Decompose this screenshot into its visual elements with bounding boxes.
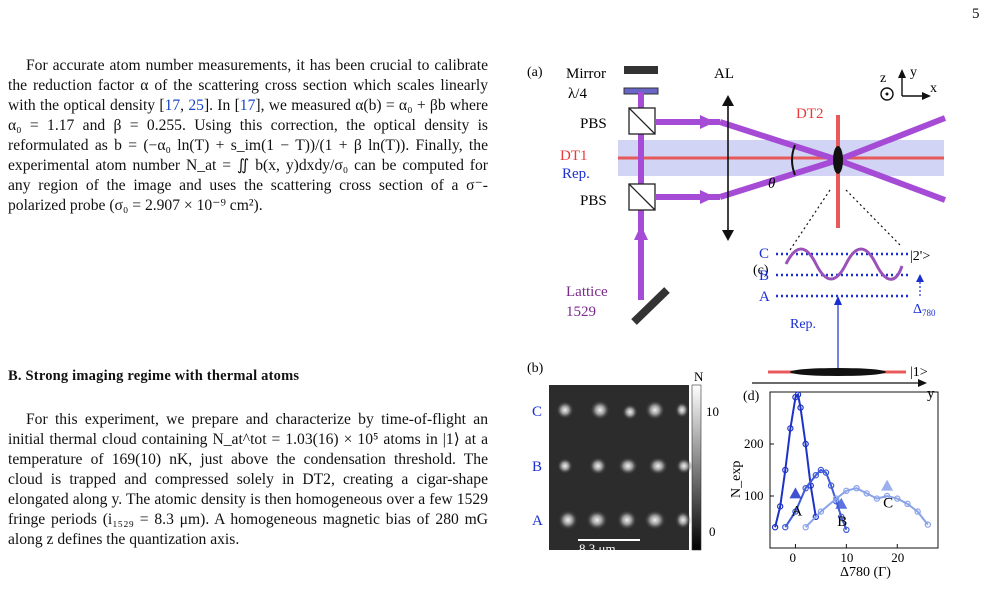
series-point-C bbox=[802, 524, 809, 531]
marker-label-A: A bbox=[791, 503, 802, 519]
chart-frame bbox=[769, 391, 939, 549]
series-point-A bbox=[771, 524, 779, 531]
label-panel-a: (a) bbox=[527, 65, 543, 80]
label-dt2: DT2 bbox=[796, 106, 824, 122]
x-tick-label: 10 bbox=[840, 550, 853, 565]
page-number: 5 bbox=[972, 6, 980, 22]
triangle-marker-A bbox=[789, 487, 802, 499]
series-point-C bbox=[873, 495, 881, 502]
marker-label-C: C bbox=[883, 496, 893, 512]
series-point-A bbox=[812, 513, 820, 521]
x-axis-label: Δ780 (Γ) bbox=[840, 565, 891, 580]
label-mirror: Mirror bbox=[566, 66, 606, 82]
y-axis-label: N_exp bbox=[729, 461, 744, 498]
mirror-top bbox=[624, 66, 658, 74]
x-tick-label: 0 bbox=[789, 550, 796, 565]
label-panel-d: (d) bbox=[743, 389, 760, 404]
colorbar-tick-bottom: 0 bbox=[709, 524, 716, 539]
series-line-C bbox=[804, 487, 929, 528]
label-level-c: C bbox=[759, 246, 769, 262]
series-point-B bbox=[812, 472, 820, 479]
series-point-C bbox=[863, 490, 870, 497]
label-quarter-wave: λ/4 bbox=[568, 86, 587, 102]
citation-25[interactable]: 25 bbox=[188, 97, 204, 114]
atom-cloud bbox=[833, 146, 843, 174]
mirror-bottom bbox=[631, 287, 670, 325]
series-point-B bbox=[817, 466, 825, 474]
scale-bar-label: 8.3 μm bbox=[579, 541, 616, 556]
triangle-marker-C bbox=[881, 479, 894, 491]
series-point-B bbox=[827, 482, 835, 489]
series-point-B bbox=[792, 508, 799, 515]
series-line-A bbox=[774, 392, 817, 528]
label-panel-c: (c) bbox=[753, 263, 769, 278]
section-heading: B. Strong imaging regime with thermal at… bbox=[8, 368, 300, 384]
marker-label-B: B bbox=[837, 514, 847, 530]
label-panel-b: (b) bbox=[527, 361, 544, 376]
series-point-B bbox=[782, 524, 789, 531]
series-point-B bbox=[822, 469, 830, 476]
citation-17b[interactable]: 17 bbox=[239, 97, 256, 114]
series-point-A bbox=[776, 503, 784, 510]
series-point-A bbox=[794, 391, 802, 398]
series-point-A bbox=[797, 404, 804, 411]
label-axis-z: z bbox=[880, 71, 886, 86]
series-point-C bbox=[904, 500, 911, 507]
image-row-label-a: A bbox=[532, 513, 543, 529]
label-lattice: Lattice bbox=[566, 284, 608, 300]
lattice-potential-wave bbox=[784, 247, 904, 281]
label-axis-y: y bbox=[910, 65, 917, 80]
colorbar bbox=[691, 384, 702, 551]
label-delta-780: Δ780 bbox=[913, 302, 936, 318]
page-bottom-edge bbox=[0, 602, 999, 610]
citation-17[interactable]: 17 bbox=[164, 97, 181, 114]
colorbar-tick-top: 10 bbox=[706, 404, 719, 419]
label-pbs-top: PBS bbox=[580, 116, 607, 132]
series-point-C bbox=[832, 495, 840, 502]
label-state-2prime: |2'> bbox=[910, 249, 930, 264]
image-row-label-c: C bbox=[532, 404, 542, 420]
label-lattice-wavelength: 1529 bbox=[566, 304, 596, 320]
series-point-B bbox=[843, 526, 850, 534]
y-tick-label: 200 bbox=[744, 436, 764, 451]
series-point-A bbox=[802, 440, 809, 448]
triangle-marker-B bbox=[835, 497, 848, 509]
series-point-A bbox=[782, 466, 789, 474]
image-row-label-b: B bbox=[532, 459, 542, 475]
series-point-C bbox=[853, 485, 860, 492]
beam-upper-to-atoms bbox=[719, 119, 839, 163]
axis-z-symbol bbox=[880, 87, 894, 101]
label-theta: θ bbox=[768, 176, 776, 192]
series-point-C bbox=[914, 508, 921, 515]
series-point-B bbox=[838, 513, 845, 521]
image-spots bbox=[556, 400, 692, 530]
paragraph-calibration: For accurate atom number measurements, i… bbox=[8, 57, 488, 214]
lattice-arrowhead bbox=[634, 225, 648, 240]
label-level-a: A bbox=[759, 289, 770, 305]
x-tick-label: 20 bbox=[891, 550, 904, 565]
label-axis-x: x bbox=[930, 81, 937, 96]
series-point-C bbox=[924, 521, 932, 528]
series-point-C bbox=[894, 495, 901, 502]
beam-lower-to-atoms bbox=[719, 157, 839, 200]
label-dt1: DT1 bbox=[560, 148, 588, 164]
series-point-C bbox=[843, 487, 850, 494]
label-pbs-bottom: PBS bbox=[580, 193, 607, 209]
series-point-C bbox=[817, 508, 825, 515]
series-point-A bbox=[787, 425, 794, 432]
y-tick-label: 100 bbox=[744, 488, 764, 503]
label-state-1: |1> bbox=[910, 365, 928, 380]
series-point-B bbox=[802, 485, 809, 492]
label-level-b: B bbox=[759, 268, 769, 284]
label-rep-small: Rep. bbox=[790, 317, 816, 332]
label-rep: Rep. bbox=[562, 166, 590, 182]
paragraph-thermal: For this experiment, we prepare and char… bbox=[8, 411, 488, 548]
colorbar-title: N bbox=[694, 369, 704, 384]
label-y-axis-c: y bbox=[927, 386, 935, 402]
series-point-C bbox=[883, 492, 891, 500]
cloud-ellipse bbox=[790, 368, 886, 376]
label-al: AL bbox=[714, 66, 734, 82]
